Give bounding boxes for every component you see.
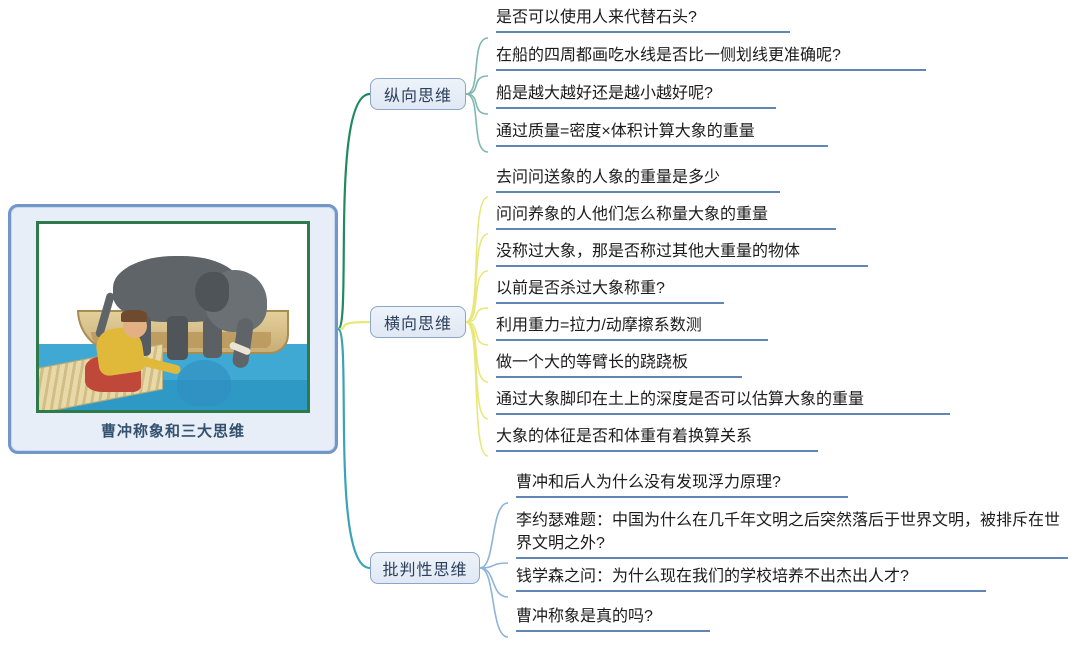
elephant-ear (195, 272, 229, 312)
person-hat (121, 310, 147, 322)
leaf-item-label: 利用重力=拉力/动摩擦系数测 (496, 317, 702, 334)
main-connector-critical (336, 327, 371, 570)
leaf-item[interactable]: 做一个大的等臂长的跷跷板 (492, 351, 744, 381)
sub-connector (479, 502, 509, 569)
leaf-item[interactable]: 船是越大越好还是越小越好呢? (492, 82, 778, 112)
sub-connector (465, 321, 489, 457)
leaf-underline (496, 450, 818, 453)
leaf-item[interactable]: 问问养象的人他们怎么称量大象的重量 (492, 203, 838, 233)
leaf-item-label: 大象的体征是否和体重有着换算关系 (496, 428, 753, 445)
leaf-underline (516, 630, 710, 633)
elephant-leg-mid (167, 316, 188, 360)
leaf-item[interactable]: 通过质量=密度×体积计算大象的重量 (492, 120, 830, 150)
central-node-caption: 曹冲称象和三大思维 (100, 423, 245, 440)
leaf-underline (496, 265, 868, 268)
sub-connector (465, 93, 489, 115)
leaf-item[interactable]: 在船的四周都画吃水线是否比一侧划线更准确呢? (492, 44, 928, 74)
leaf-item-label: 问问养象的人他们怎么称量大象的重量 (496, 206, 769, 223)
elephant-illustration (36, 221, 310, 413)
leaf-item[interactable]: 通过大象脚印在土上的深度是否可以估算大象的重量 (492, 388, 952, 418)
leaf-underline (496, 107, 776, 110)
sub-connector (465, 75, 489, 95)
leaf-item-label: 李约瑟难题：中国为什么在几千年文明之后突然落后于世界文明，被排斥在世界文明之外? (516, 512, 1061, 553)
leaf-underline (496, 228, 836, 231)
leaf-underline (516, 496, 848, 499)
leaf-item-label: 没称过大象，那是否称过其他大重量的物体 (496, 243, 801, 260)
leaf-underline (496, 376, 742, 379)
leaf-item[interactable]: 曹冲和后人为什么没有发现浮力原理? (512, 471, 850, 501)
leaf-underline (516, 590, 986, 593)
elephant-reflection (177, 360, 231, 406)
elephant-leg-rear (203, 318, 222, 358)
sub-connector (465, 37, 489, 95)
sub-connector (465, 307, 489, 323)
leaf-item-label: 钱学森之问：为什么现在我们的学校培养不出杰出人才? (516, 568, 909, 585)
leaf-item[interactable]: 以前是否杀过大象称重? (492, 277, 726, 307)
sub-connector (479, 567, 509, 598)
leaf-item-label: 通过大象脚印在土上的深度是否可以估算大象的重量 (496, 391, 865, 408)
leaf-item[interactable]: 是否可以使用人来代替石头? (492, 6, 792, 36)
leaf-underline (496, 339, 768, 342)
branch-node-vertical[interactable]: 纵向思维 (370, 78, 466, 110)
leaf-item-label: 在船的四周都画吃水线是否比一侧划线更准确呢? (496, 47, 841, 64)
leaf-item-label: 曹冲称象是真的吗? (516, 608, 653, 625)
leaf-item-label: 曹冲和后人为什么没有发现浮力原理? (516, 474, 781, 491)
main-connector-vertical (336, 92, 371, 331)
leaf-item[interactable]: 大象的体征是否和体重有着换算关系 (492, 425, 820, 455)
leaf-item-label: 做一个大的等臂长的跷跷板 (496, 354, 689, 371)
leaf-underline (496, 31, 790, 34)
leaf-item[interactable]: 钱学森之问：为什么现在我们的学校培养不出杰出人才? (512, 565, 988, 595)
leaf-underline (496, 302, 724, 305)
leaf-item[interactable]: 没称过大象，那是否称过其他大重量的物体 (492, 240, 870, 270)
sub-connector (479, 567, 509, 638)
sub-connector (465, 321, 489, 383)
branch-node-critical[interactable]: 批判性思维 (370, 552, 480, 584)
leaf-item[interactable]: 李约瑟难题：中国为什么在几千年文明之后突然落后于世界文明，被排斥在世界文明之外? (512, 509, 1070, 562)
leaf-item[interactable]: 利用重力=拉力/动摩擦系数测 (492, 314, 770, 344)
sub-connector (465, 321, 489, 346)
sub-connector (465, 233, 489, 323)
leaf-item[interactable]: 去问问送象的人象的重量是多少 (492, 166, 782, 196)
sub-connector (479, 562, 509, 569)
sub-connector (465, 270, 489, 323)
main-connector-horizontal (337, 320, 371, 331)
leaf-underline (516, 557, 1068, 560)
sub-connector (465, 321, 489, 420)
leaf-item-label: 去问问送象的人象的重量是多少 (496, 169, 721, 186)
leaf-underline (496, 69, 926, 72)
leaf-underline (496, 413, 950, 416)
leaf-underline (496, 145, 828, 148)
leaf-item-label: 船是越大越好还是越小越好呢? (496, 85, 713, 102)
leaf-item-label: 是否可以使用人来代替石头? (496, 9, 697, 26)
branch-node-horizontal[interactable]: 横向思维 (370, 306, 466, 338)
central-node[interactable]: 曹冲称象和三大思维 (8, 204, 338, 454)
sub-connector (465, 196, 489, 323)
leaf-item-label: 通过质量=密度×体积计算大象的重量 (496, 123, 755, 140)
leaf-item[interactable]: 曹冲称象是真的吗? (512, 605, 712, 635)
sub-connector (465, 93, 489, 153)
leaf-item-label: 以前是否杀过大象称重? (496, 280, 665, 297)
leaf-underline (496, 191, 780, 194)
